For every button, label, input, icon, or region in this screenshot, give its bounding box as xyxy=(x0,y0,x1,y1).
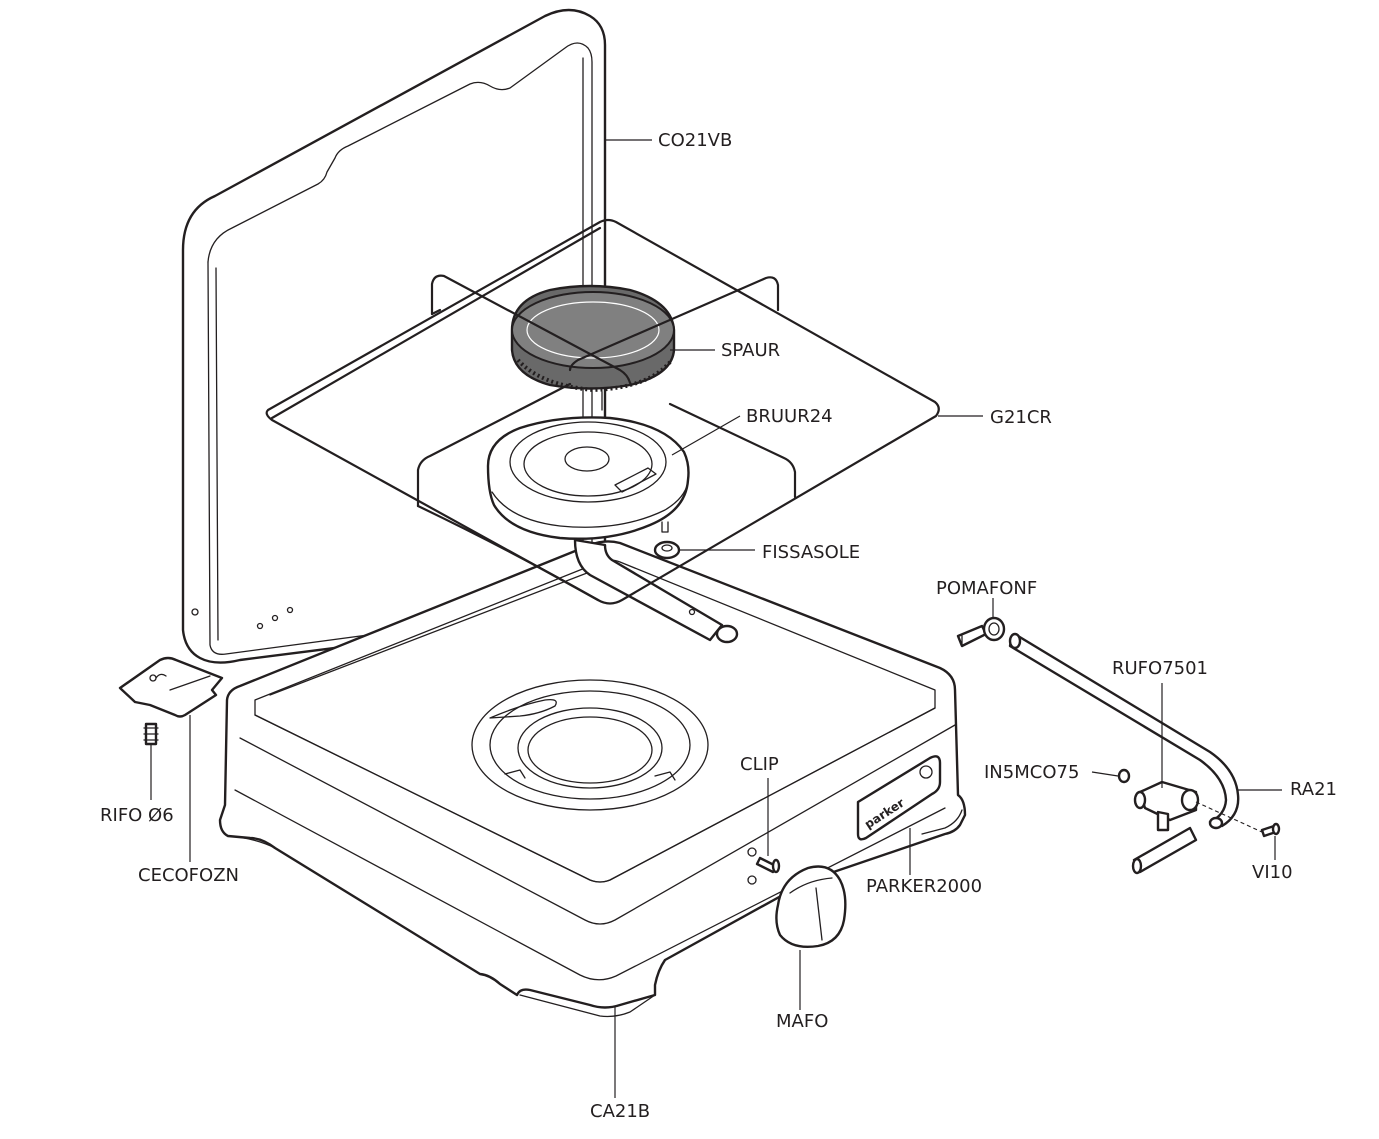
label-rufo7501: RUFO7501 xyxy=(1112,658,1209,679)
bracket-part xyxy=(118,656,224,718)
label-clip: CLIP xyxy=(740,754,779,775)
label-fissasole: FISSASOLE xyxy=(762,542,861,563)
burner-tube-part xyxy=(573,538,739,644)
leader-lines xyxy=(150,139,1282,1098)
hose-ra21-part xyxy=(1008,632,1240,830)
pomafonf-part xyxy=(956,616,1006,648)
label-cecofozn: CECOFOZN xyxy=(138,865,239,886)
label-ra21: RA21 xyxy=(1290,779,1337,800)
stove-body-part: parker xyxy=(218,540,967,1018)
fissasole-part xyxy=(653,540,681,560)
clip-part xyxy=(755,856,781,874)
label-parker2000: PARKER2000 xyxy=(866,876,983,897)
label-spaur: SPAUR xyxy=(721,340,781,361)
label-g21cr: G21CR xyxy=(990,407,1052,428)
knob-part xyxy=(775,865,847,949)
label-mafo: MAFO xyxy=(776,1011,829,1032)
screw-vi10-part xyxy=(1195,801,1281,838)
label-vi10: VI10 xyxy=(1252,862,1293,883)
burner-cap-part xyxy=(510,284,676,411)
label-pomafonf: POMAFONF xyxy=(936,578,1038,599)
label-bruur24: BRUUR24 xyxy=(746,406,833,427)
valve-rufo7501-part xyxy=(1131,780,1200,875)
screw-rifo-part xyxy=(143,722,159,746)
label-ca21b: CA21B xyxy=(590,1101,651,1122)
burner-part xyxy=(486,416,690,540)
label-rifo: RIFO Ø6 xyxy=(100,805,174,826)
in5mco75-part xyxy=(1117,768,1131,784)
label-in5mco75: IN5MCO75 xyxy=(984,762,1080,783)
label-co21vb: CO21VB xyxy=(658,130,733,151)
grate-part xyxy=(265,218,940,605)
